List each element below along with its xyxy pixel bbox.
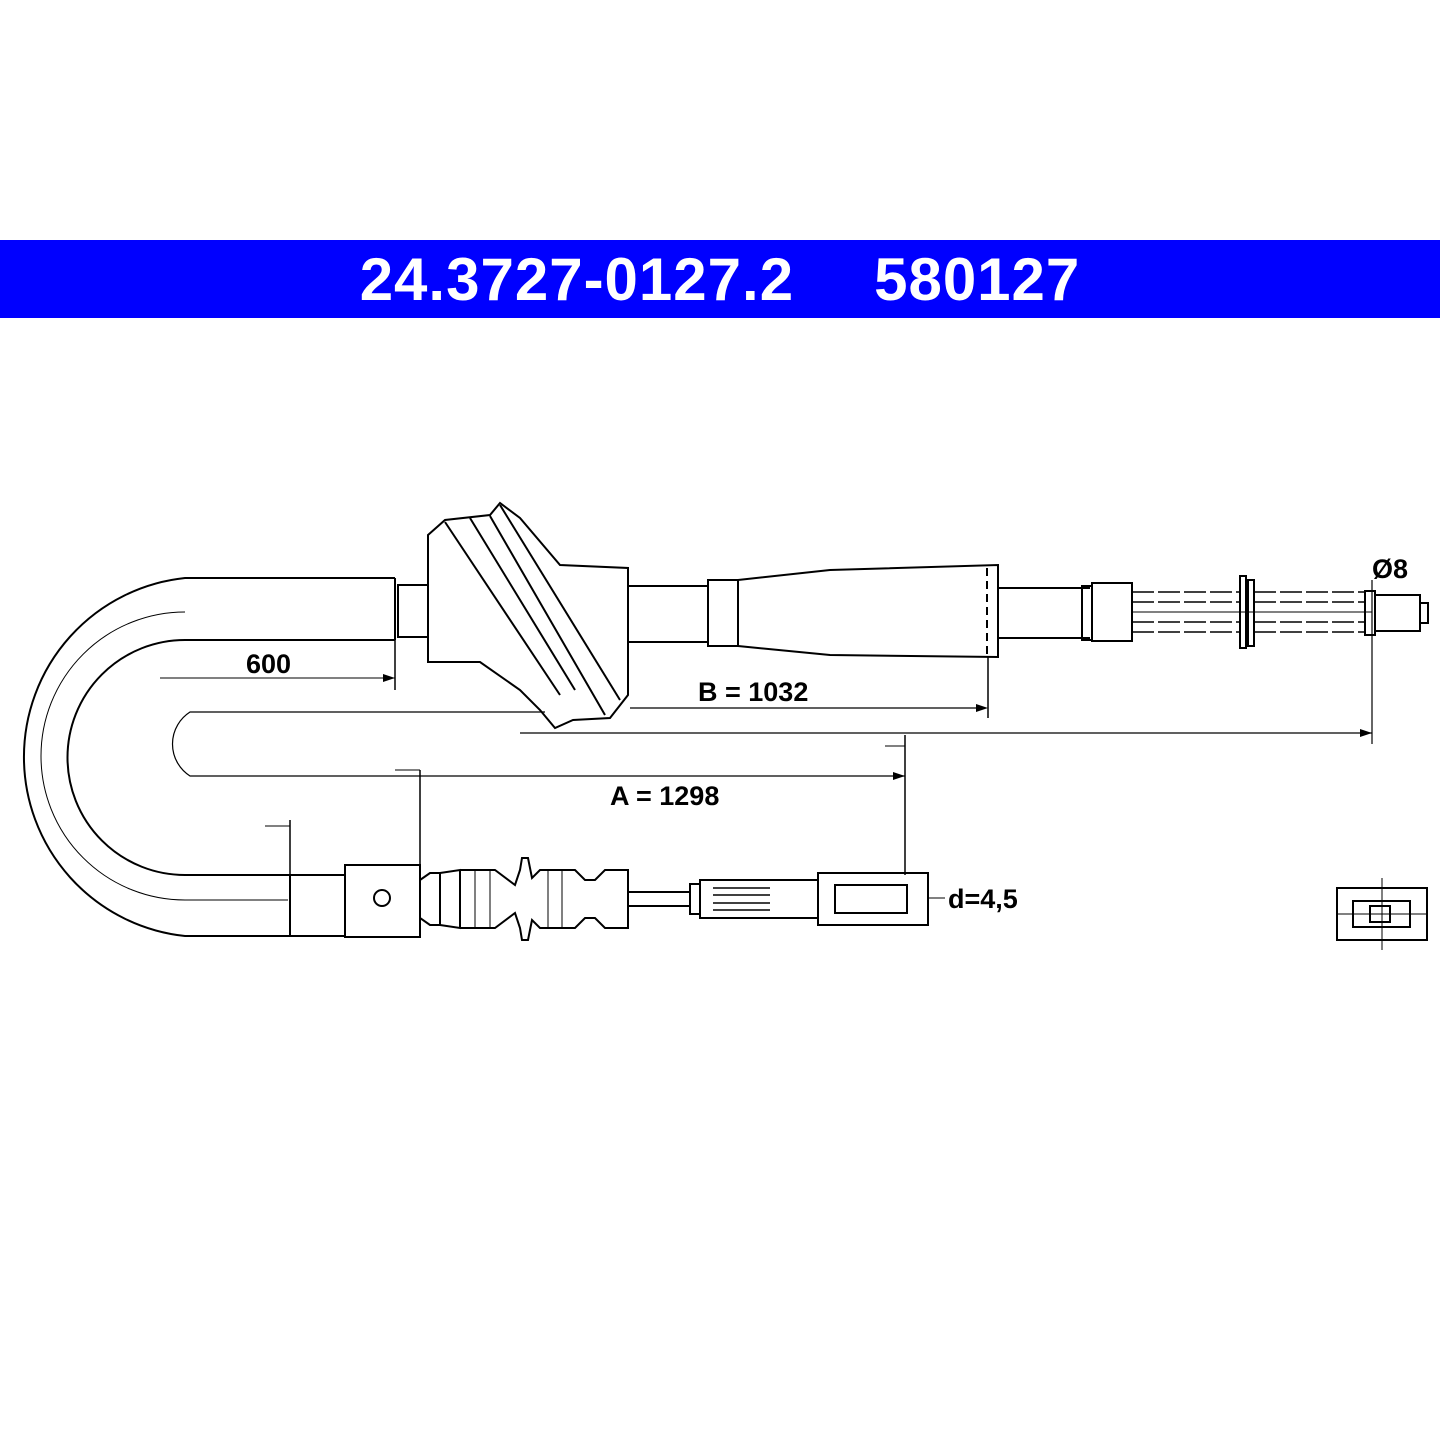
dimension-arrows	[383, 674, 1372, 780]
header-bar: 24.3727-0127.2 580127	[0, 240, 1440, 318]
end-section-view	[1336, 878, 1428, 950]
dimension-lines	[160, 640, 989, 899]
part-number: 24.3727-0127.2	[359, 245, 795, 313]
diameter-label: Ø8	[1372, 554, 1408, 584]
sleeve-upper	[397, 584, 429, 638]
threaded-end	[998, 575, 1429, 744]
cable-housing	[22, 577, 396, 937]
dimension-a-label: A = 1298	[610, 781, 719, 811]
reference-number: 580127	[874, 245, 1081, 313]
center-cable	[628, 585, 708, 643]
lower-fitting	[290, 857, 929, 941]
dimension-b-label: B = 1032	[698, 677, 808, 707]
tapered-ferrule	[707, 563, 999, 659]
rubber-boot	[427, 501, 629, 730]
end-diameter-label: d=4,5	[948, 884, 1018, 914]
inner-cable	[171, 707, 1372, 777]
dimension-600-label: 600	[246, 649, 291, 679]
